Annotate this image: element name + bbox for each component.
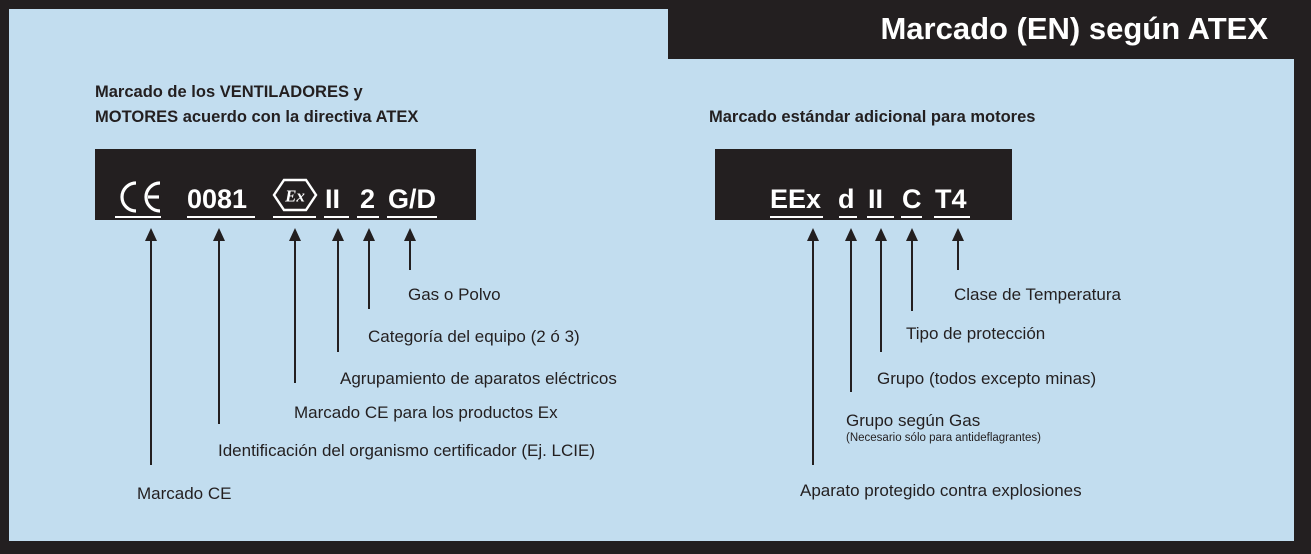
notified-body-number: 0081 <box>187 184 248 214</box>
underline-atmosphere <box>387 216 437 218</box>
underline-gas-group <box>901 216 922 218</box>
arrow-gas-group-head <box>845 228 857 241</box>
left-heading-line1: Marcado de los VENTILADORES y <box>95 83 363 101</box>
arrow-eex-head <box>807 228 819 241</box>
group-mark: II <box>868 184 884 214</box>
underline-ex <box>273 216 316 218</box>
left-heading-line2: MOTORES acuerdo con la directiva ATEX <box>95 108 419 126</box>
motor-marking-plate: EEx d II C T4 <box>715 149 1012 220</box>
underline-eex <box>770 216 823 218</box>
underline-protection <box>839 216 857 218</box>
label-ex-symbol: Marcado CE para los productos Ex <box>294 403 558 422</box>
underline-notified-body <box>187 216 255 218</box>
equipment-category: 2 <box>360 184 376 214</box>
arrow-temp-class-head <box>952 228 964 241</box>
label-group: Agrupamiento de aparatos eléctricos <box>340 369 617 388</box>
label-gas-group-note: (Necesario sólo para antideflagrantes) <box>846 432 1041 444</box>
arrow-atmosphere-head <box>404 228 416 241</box>
label-temp-class: Clase de Temperatura <box>954 285 1121 304</box>
temperature-class-mark: T4 <box>935 184 967 214</box>
underline-group-right <box>867 216 894 218</box>
arrow-notified-body-head <box>213 228 225 241</box>
arrow-group-right-head <box>875 228 887 241</box>
ce-mark-icon <box>117 179 165 222</box>
page-title: Marcado (EN) según ATEX <box>880 11 1268 46</box>
label-ce: Marcado CE <box>137 484 232 503</box>
underline-category <box>357 216 379 218</box>
arrow-ce-head <box>145 228 157 241</box>
label-atmosphere: Gas o Polvo <box>408 285 501 304</box>
underline-ce <box>115 216 161 218</box>
atex-marking-plate: 0081 Ex II 2 G/D <box>95 149 476 220</box>
label-protection-type: Tipo de protección <box>906 324 1046 343</box>
label-notified-body: Identificación del organismo certificado… <box>218 441 595 460</box>
equipment-group: II <box>325 184 341 214</box>
protection-type-mark: d <box>838 184 855 214</box>
atex-panel <box>9 9 1294 541</box>
gas-group-mark: C <box>902 184 922 214</box>
arrow-group-head <box>332 228 344 241</box>
arrow-protection-head <box>906 228 918 241</box>
label-eex: Aparato protegido contra explosiones <box>800 481 1082 500</box>
underline-temp-class <box>934 216 970 218</box>
label-gas-group: Grupo según Gas <box>846 411 981 430</box>
underline-group <box>324 216 349 218</box>
arrow-category-head <box>363 228 375 241</box>
arrow-ex-head <box>289 228 301 241</box>
title-bar: Marcado (EN) según ATEX <box>668 0 1294 59</box>
atmosphere-type: G/D <box>388 184 437 214</box>
label-group-right: Grupo (todos excepto minas) <box>877 369 1097 388</box>
ex-hexagon-icon: Ex <box>272 178 318 219</box>
eex-mark: EEx <box>770 184 822 214</box>
right-heading: Marcado estándar adicional para motores <box>709 108 1036 126</box>
ex-symbol-text: Ex <box>284 187 305 206</box>
label-category: Categoría del equipo (2 ó 3) <box>368 327 580 346</box>
